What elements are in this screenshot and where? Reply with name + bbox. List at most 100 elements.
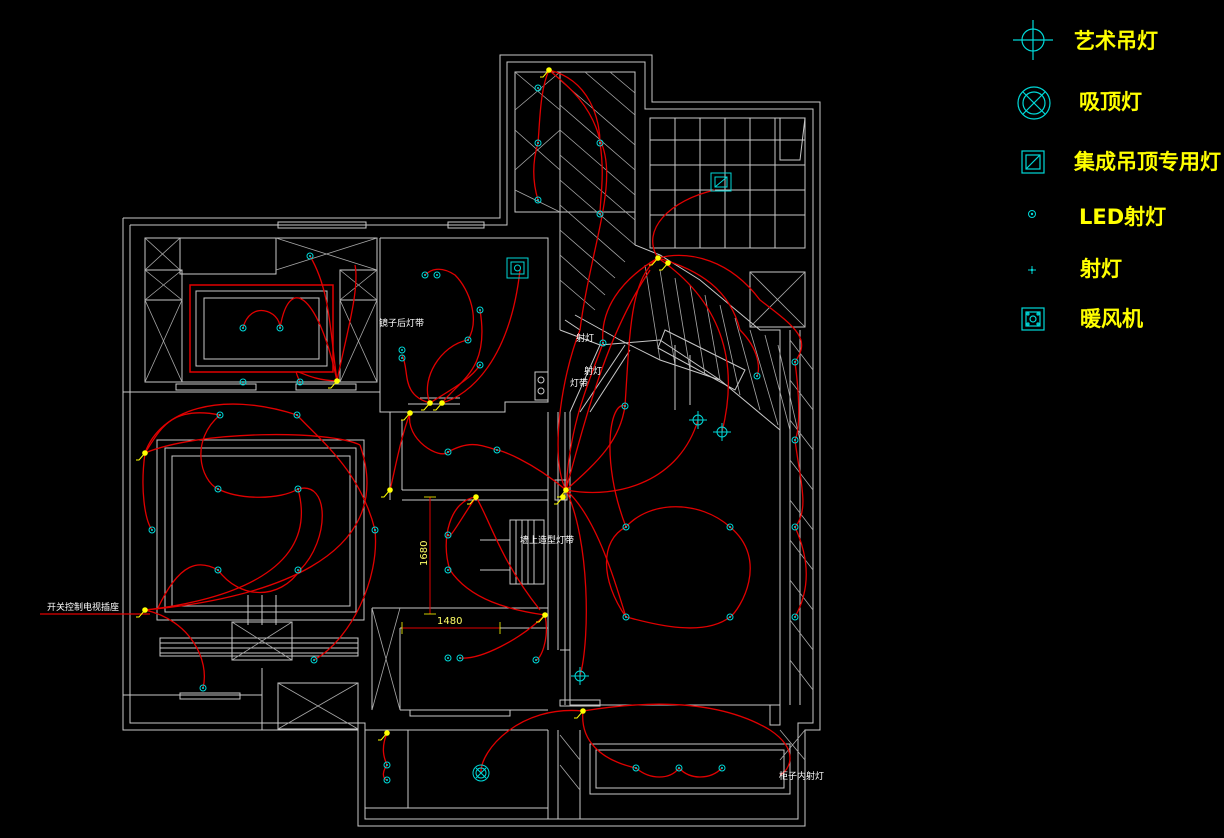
led-spotlight-icon (294, 485, 302, 493)
legend-item-led-spotlight: LED射灯 (1028, 205, 1166, 229)
ceiling-lamp-icon (1017, 86, 1051, 120)
legend-item-art-pendant: 艺术吊灯 (1013, 20, 1158, 60)
light-switch-icon (401, 410, 413, 421)
led-spotlight-icon (214, 485, 222, 493)
light-switch-icon (557, 487, 569, 498)
note-wall-strip: 墙上造型灯带 (520, 534, 574, 546)
note-spotlight-a: 射灯 (576, 332, 594, 344)
light-switch-icon (378, 730, 390, 741)
integrated-ceiling-lamp-icon (1021, 150, 1045, 174)
led-spotlight-icon (398, 346, 406, 354)
bedroom-ceiling-top-box (179, 237, 277, 275)
led-spotlight-icon (310, 656, 318, 664)
light-switch-icon (649, 255, 661, 266)
led-spotlight-icon (476, 361, 484, 369)
light-switch-icon (421, 400, 433, 411)
stair-hatch (559, 71, 636, 311)
light-switch-icon (540, 67, 552, 78)
led-spotlight-icon (726, 523, 734, 531)
note-spotlight-b: 射灯 (584, 365, 602, 377)
annotations: 镜子后灯带 射灯 射灯 灯带 墙上造型灯带 开关控制电视插座 柜子内射灯 (47, 317, 824, 782)
led-spotlight-icon (433, 271, 441, 279)
led-spotlight-icon (148, 526, 156, 534)
led-spotlight-icon (444, 566, 452, 574)
dimensions: 1680 1480 (401, 496, 501, 634)
led-spotlight-icon (791, 436, 799, 444)
note-mirror-strip: 镜子后灯带 (379, 317, 424, 329)
led-spotlight-icon (306, 252, 314, 260)
art-pendant-lamp-icon (571, 667, 589, 685)
led-spotlight-icon (1028, 210, 1036, 218)
light-switch-icon (574, 708, 586, 719)
led-spotlight-icon (621, 402, 629, 410)
led-spotlight-icon (596, 139, 604, 147)
led-spotlight-icon (444, 654, 452, 662)
legend-item-spotlight: 射灯 (1028, 257, 1122, 281)
led-spotlight-icon (444, 448, 452, 456)
led-spotlight-icon (276, 324, 284, 332)
tile-grid (650, 118, 805, 248)
legend-label: 射灯 (1079, 257, 1122, 281)
integrated-ceiling-lamp-icon (710, 172, 732, 192)
led-spotlight-icon (493, 446, 501, 454)
led-spotlight-icon (456, 654, 464, 662)
legend-item-integrated-ceiling-lamp: 集成吊顶专用灯 (1021, 150, 1221, 174)
light-switch-icon (467, 494, 479, 505)
fixtures (148, 84, 799, 784)
light-switch-icon (328, 378, 340, 389)
led-spotlight-icon (371, 526, 379, 534)
note-light-strip: 灯带 (570, 378, 588, 389)
led-spotlight-icon (753, 372, 761, 380)
light-switch-icon (659, 260, 671, 271)
led-spotlight-icon (532, 656, 540, 664)
led-spotlight-icon (622, 613, 630, 621)
light-switch-icon (136, 607, 148, 618)
led-spotlight-icon (199, 684, 207, 692)
bedroom-ceiling-innermost (203, 297, 320, 360)
wiring (40, 69, 807, 781)
outer-wall-inner (129, 61, 814, 820)
legend-label: LED射灯 (1079, 205, 1166, 229)
diagonal-stair-hatch (644, 264, 801, 441)
legend-item-bath-heater: 暖风机 (1021, 307, 1143, 331)
led-spotlight-icon (476, 306, 484, 314)
bedroom-ceiling-red-strip (189, 284, 334, 373)
bedroom-ceiling-right-box (339, 269, 378, 383)
walls (122, 54, 821, 827)
led-spotlight-icon (214, 566, 222, 574)
note-tv-socket: 开关控制电视插座 (47, 601, 119, 613)
led-spotlight-icon (599, 339, 607, 347)
led-spotlight-icon (383, 776, 391, 784)
legend-label: 吸顶灯 (1079, 90, 1142, 114)
led-spotlight-icon (622, 523, 630, 531)
led-spotlight-icon (791, 358, 799, 366)
tiled-bathroom (649, 117, 806, 249)
led-spotlight-icon (464, 336, 472, 344)
led-spotlight-icon (421, 271, 429, 279)
bath-heater-icon (506, 257, 529, 279)
light-switch-icon (554, 494, 566, 505)
led-spotlight-icon (726, 613, 734, 621)
led-spotlight-icon (534, 139, 542, 147)
led-spotlight-icon (718, 764, 726, 772)
note-cabinet-spotlight: 柜子内射灯 (779, 770, 824, 782)
led-spotlight-icon (293, 411, 301, 419)
led-spotlight-icon (632, 764, 640, 772)
bedroom-ceiling-inner (195, 290, 328, 367)
led-spotlight-icon (444, 531, 452, 539)
light-switch-icon (433, 400, 445, 411)
switches (136, 67, 671, 741)
legend-label: 暖风机 (1080, 307, 1143, 331)
dimension-height: 1680 (419, 541, 430, 566)
led-spotlight-icon (534, 196, 542, 204)
led-spotlight-icon (216, 411, 224, 419)
led-spotlight-icon (596, 210, 604, 218)
art-pendant-lamp-icon (1013, 20, 1053, 60)
legend-label: 艺术吊灯 (1074, 29, 1158, 53)
led-spotlight-icon (675, 764, 683, 772)
art-pendant-lamp-icon (689, 411, 707, 429)
led-spotlight-icon (791, 523, 799, 531)
living-ceiling-outer (156, 439, 365, 621)
led-spotlight-icon (294, 566, 302, 574)
